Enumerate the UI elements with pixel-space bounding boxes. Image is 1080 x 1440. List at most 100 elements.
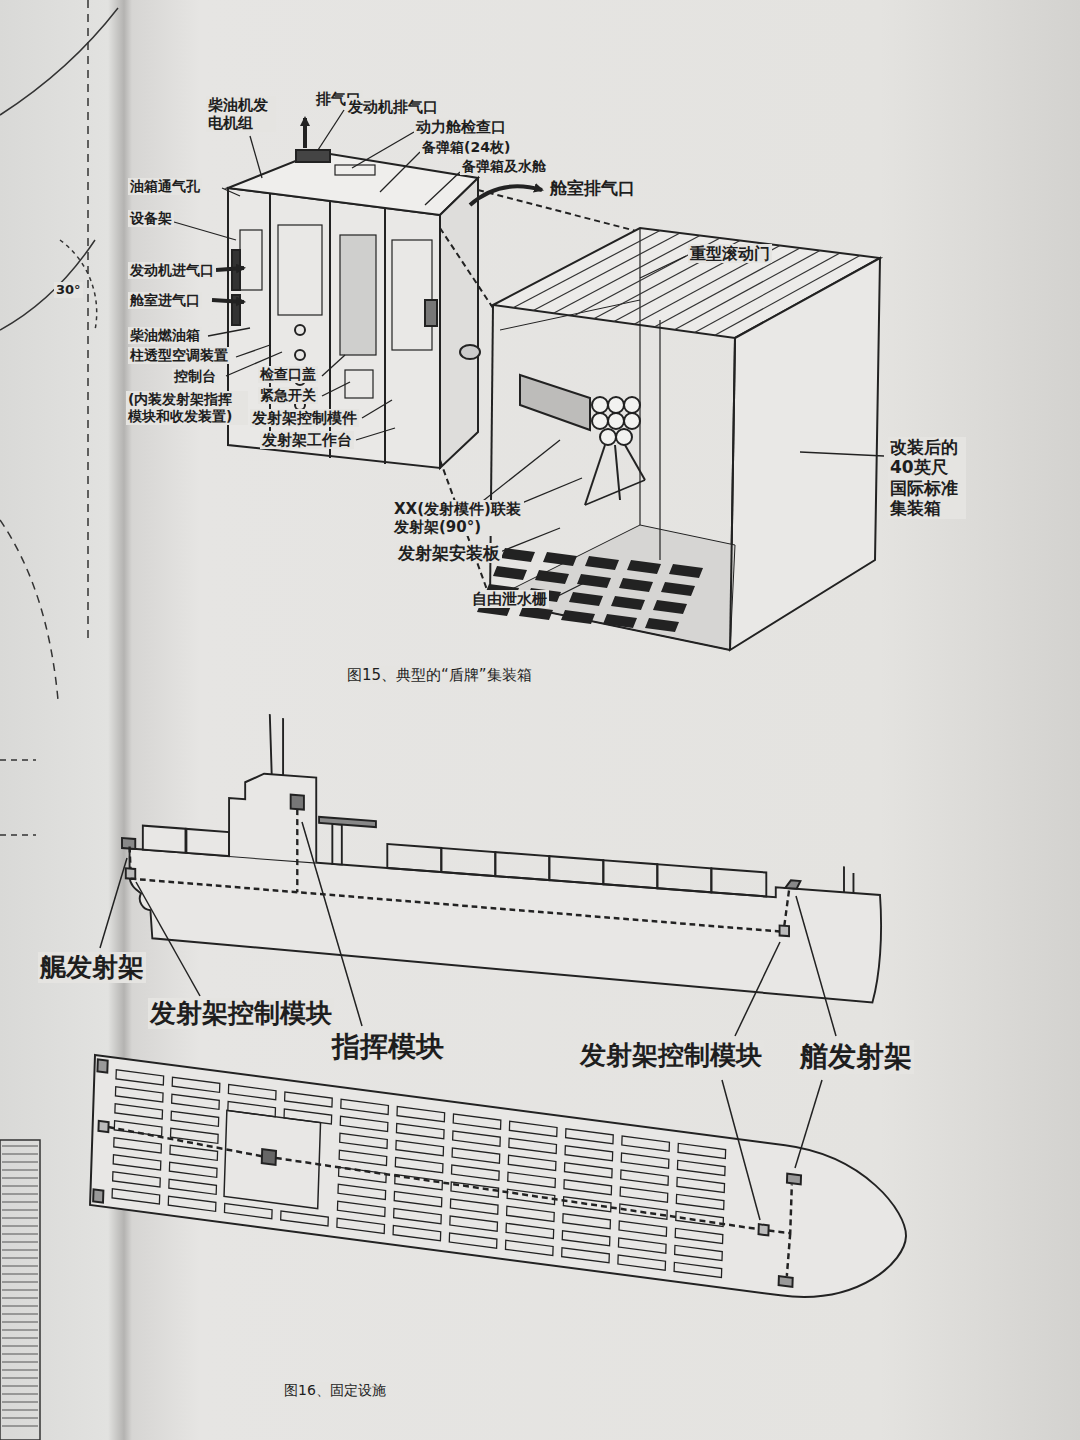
grating-cell [569, 592, 603, 606]
hatch-cover [618, 1255, 666, 1270]
left-page-art [0, 0, 118, 1440]
part-label: 发动机排气口 [346, 98, 440, 116]
hatch-cover [168, 1196, 216, 1211]
ruler-line [2, 1426, 38, 1427]
hatch-cover [396, 1141, 444, 1156]
hatch-cover [676, 1194, 724, 1209]
hatch-cover [619, 1221, 667, 1236]
part-label: 指挥模块 [330, 1030, 446, 1064]
leader-lines [100, 822, 836, 1220]
door-slat [695, 253, 840, 333]
ruler-line [2, 1210, 38, 1211]
hatch-cover [450, 1216, 498, 1231]
hatch-cover [281, 1211, 329, 1226]
hatch-cover [337, 1201, 385, 1216]
hatch-cover [677, 1177, 725, 1192]
hatch-cover [112, 1189, 160, 1204]
ruler-line [2, 1370, 38, 1371]
part-label: 改装后的40英尺国际标准集装箱 [888, 437, 966, 519]
hatch-cover [509, 1121, 557, 1136]
part-label: 备弹箱(24枚) [420, 139, 512, 156]
hatch-cover [506, 1223, 554, 1238]
ruler-line [2, 1306, 38, 1307]
grating-cell [611, 596, 645, 610]
ruler-line [2, 1258, 38, 1259]
hatch-cover [393, 1226, 441, 1241]
hatch-cover [563, 1197, 611, 1212]
hatch-cover [505, 1240, 553, 1255]
ruler-line [2, 1226, 38, 1227]
ruler-line [2, 1322, 38, 1323]
hatch-cover [563, 1214, 611, 1229]
grating-cell [585, 556, 619, 570]
hatch-cover [396, 1124, 444, 1139]
hatch-cover [228, 1085, 276, 1100]
part-label: 发射架控制模块 [148, 998, 334, 1029]
ruler-line [2, 1202, 38, 1203]
ruler-line [2, 1330, 38, 1331]
hatch-cover [507, 1206, 555, 1221]
ruler-line [2, 1402, 38, 1403]
ruler-line [2, 1162, 38, 1163]
hatch-cover [620, 1187, 668, 1202]
hatch-cover [449, 1233, 497, 1248]
grating-cell [661, 582, 695, 596]
grating-cell [561, 610, 595, 624]
left-page-lines [2, 1146, 38, 1426]
part-label: 舱室排气口 [548, 178, 637, 198]
figure-caption: 图15、典型的“盾牌”集装箱 [345, 666, 534, 684]
part-label: 设备架 [128, 210, 174, 227]
hatch-cover [113, 1172, 161, 1187]
ruler-line [2, 1186, 38, 1187]
hatch-cover [622, 1136, 670, 1151]
hatch-cover [675, 1228, 723, 1243]
part-label: 重型滚动门 [688, 244, 772, 263]
hatch-cover [674, 1262, 722, 1277]
part-label: 艏发射架 [798, 1040, 914, 1074]
hatch-cover [115, 1104, 163, 1119]
grating-cell [535, 570, 569, 584]
leader-lines [174, 110, 884, 598]
part-label: 发动机进气口 [128, 262, 216, 279]
hatch-cover [564, 1180, 612, 1195]
ruler-line [2, 1194, 38, 1195]
ruler-line [2, 1290, 38, 1291]
hatch-cover [562, 1248, 610, 1263]
part-label: 备弹箱及水舱 [460, 158, 548, 175]
ruler-line [2, 1386, 38, 1387]
ruler-line [2, 1394, 38, 1395]
angle-label: 30° [54, 282, 83, 298]
hatch-cover [397, 1107, 445, 1122]
hatch-cover [452, 1165, 500, 1180]
hatch-cover [678, 1143, 726, 1158]
hatch-cover [115, 1087, 163, 1102]
hatch-cover [169, 1179, 217, 1194]
hatch-cover [171, 1111, 219, 1126]
part-label: 艉发射架 [38, 952, 146, 983]
hatch-cover [395, 1158, 443, 1173]
grating-cell [619, 578, 653, 592]
hatch-cover [677, 1160, 725, 1175]
hatch-cover [453, 1131, 501, 1146]
ruler-line [2, 1146, 38, 1147]
hatch-cover [340, 1116, 388, 1131]
part-label: (内装发射架指挥模块和收发装置) [126, 391, 248, 425]
hatch-cover [340, 1133, 388, 1148]
ruler-line [2, 1418, 38, 1419]
hatch-cover [116, 1070, 164, 1085]
hatch-cover [341, 1099, 389, 1114]
hatch-cover [228, 1102, 276, 1117]
hatch-cover [114, 1138, 162, 1153]
part-label: 柱透型空调装置 [128, 347, 230, 364]
part-label: 发射架控制模件 [250, 409, 359, 427]
ruler-line [2, 1362, 38, 1363]
ruler-line [2, 1298, 38, 1299]
hatch-cover [618, 1238, 666, 1253]
hatch-cover [339, 1150, 387, 1165]
ruler-line [2, 1178, 38, 1179]
hatch-cover [509, 1138, 557, 1153]
grating-cell [519, 606, 553, 620]
hatch-cover [675, 1245, 723, 1260]
part-label: 发射架工作台 [260, 431, 354, 449]
